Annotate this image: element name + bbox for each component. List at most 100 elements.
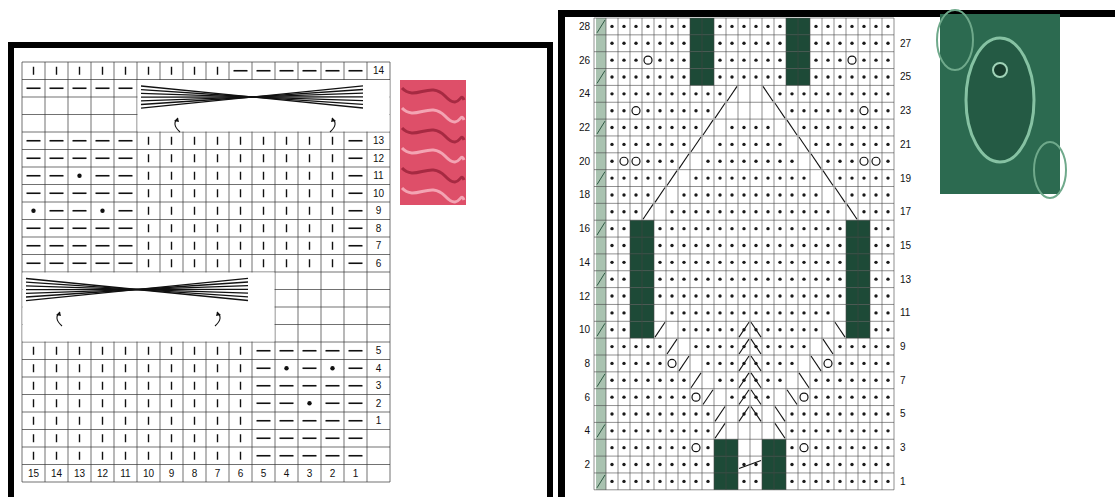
purl-dot — [802, 193, 805, 196]
purl-dot — [730, 395, 733, 398]
purl-symbol — [326, 420, 340, 422]
purl-dot — [718, 362, 721, 365]
decrease-symbol — [799, 373, 809, 388]
purl-dot — [646, 92, 649, 95]
purl-symbol — [257, 350, 271, 352]
purl-dot — [886, 126, 889, 129]
purl-dot — [874, 193, 877, 196]
purl-dot — [742, 25, 745, 28]
purl-dot — [622, 75, 625, 78]
purl-dot — [658, 58, 661, 61]
purl-dot — [610, 176, 613, 179]
grid-line — [22, 97, 390, 98]
purl-symbol — [257, 70, 271, 72]
purl-dot — [706, 261, 709, 264]
decrease-symbol — [811, 356, 821, 371]
knit-symbol — [263, 242, 264, 250]
purl-symbol — [96, 175, 110, 177]
grid-line — [594, 203, 894, 204]
purl-dot — [790, 193, 793, 196]
swatch-texture — [402, 108, 464, 122]
purl-dot — [754, 160, 757, 163]
purl-dot — [862, 379, 865, 382]
grid-line — [594, 102, 894, 103]
row-number: 7 — [375, 240, 383, 251]
purl-dot — [778, 379, 781, 382]
purl-dot — [766, 58, 769, 61]
purl-symbol — [119, 192, 133, 194]
column-number: 4 — [283, 468, 291, 479]
decrease-symbol — [679, 154, 689, 169]
knit-symbol — [194, 172, 195, 180]
purl-dot — [646, 345, 649, 348]
swatch-leaf — [966, 38, 1034, 162]
edge-mark — [597, 374, 605, 387]
dark-block — [702, 69, 714, 86]
dot-symbol — [100, 209, 104, 213]
purl-dot — [814, 446, 817, 449]
purl-dot — [802, 109, 805, 112]
knit-symbol — [171, 154, 172, 162]
purl-dot — [706, 345, 709, 348]
frame-bar — [558, 10, 565, 497]
yarn-over-symbol — [848, 56, 856, 64]
dark-block — [786, 18, 798, 35]
purl-dot — [658, 25, 661, 28]
decrease-symbol — [643, 204, 653, 219]
purl-dot — [886, 446, 889, 449]
purl-dot — [874, 446, 877, 449]
knit-symbol — [309, 154, 310, 162]
purl-dot — [622, 210, 625, 213]
dark-block — [630, 237, 642, 254]
cable-line — [141, 86, 363, 108]
purl-dot — [742, 58, 745, 61]
purl-dot — [886, 92, 889, 95]
row-number: 9 — [899, 341, 907, 352]
dark-block — [774, 456, 786, 473]
purl-dot — [874, 143, 877, 146]
purl-dot — [658, 244, 661, 247]
purl-dot — [742, 244, 745, 247]
purl-dot — [658, 277, 661, 280]
knit-symbol — [79, 417, 80, 425]
column-number: 12 — [96, 468, 109, 479]
purl-symbol — [303, 70, 317, 72]
knit-symbol — [125, 364, 126, 372]
stem-line — [751, 373, 761, 388]
purl-dot — [610, 143, 613, 146]
knit-symbol — [171, 399, 172, 407]
grid-line — [594, 355, 894, 356]
purl-dot — [682, 463, 685, 466]
purl-dot — [682, 480, 685, 483]
purl-dot — [874, 362, 877, 365]
purl-symbol — [73, 210, 87, 212]
purl-dot — [646, 395, 649, 398]
grid-line — [594, 472, 894, 473]
knit-symbol — [332, 154, 333, 162]
knit-symbol — [171, 452, 172, 460]
purl-dot — [838, 176, 841, 179]
purl-dot — [694, 193, 697, 196]
purl-dot — [850, 480, 853, 483]
knit-symbol — [33, 382, 34, 390]
purl-dot — [874, 277, 877, 280]
purl-dot — [850, 395, 853, 398]
purl-dot — [826, 277, 829, 280]
purl-symbol — [280, 402, 294, 404]
arrow-curve — [57, 312, 62, 326]
row-number: 24 — [578, 88, 591, 99]
purl-dot — [886, 109, 889, 112]
cable-area — [23, 273, 275, 342]
dark-block — [642, 254, 654, 271]
purl-dot — [778, 227, 781, 230]
knit-symbol — [56, 452, 57, 460]
purl-dot — [778, 160, 781, 163]
purl-dot — [694, 92, 697, 95]
yarn-over-symbol — [860, 157, 868, 165]
purl-dot — [682, 395, 685, 398]
purl-dot — [874, 227, 877, 230]
purl-dot — [718, 92, 721, 95]
yarn-over-symbol — [824, 359, 832, 367]
purl-dot — [610, 294, 613, 297]
knit-symbol — [171, 242, 172, 250]
